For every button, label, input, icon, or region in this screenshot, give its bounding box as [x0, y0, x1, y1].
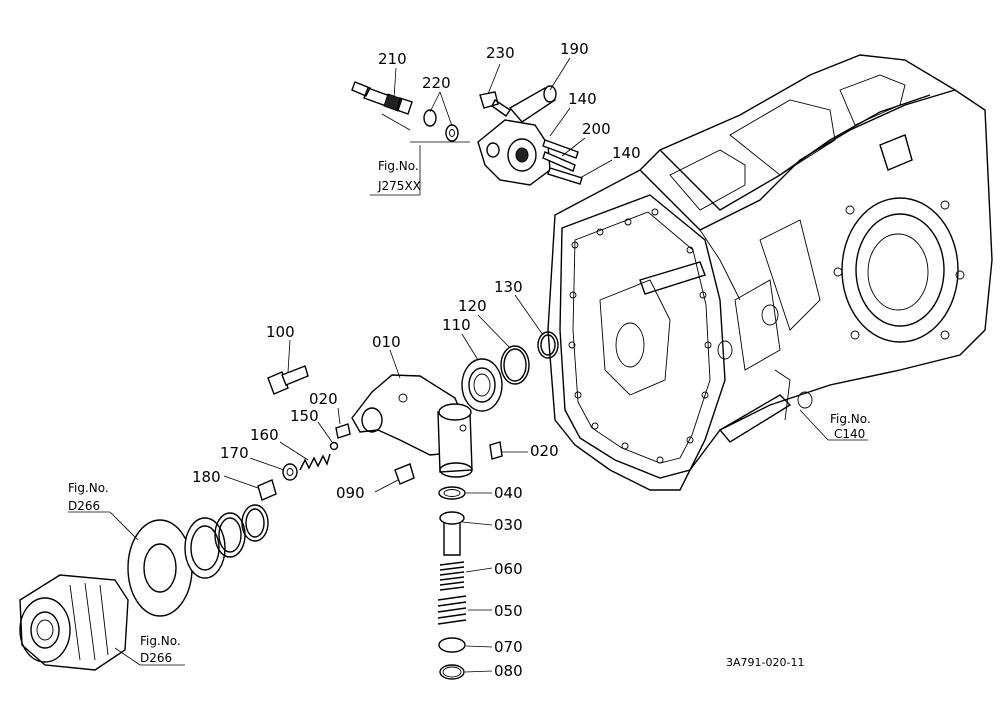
plug-020-right: [489, 441, 503, 460]
clutch-discs: [127, 504, 269, 617]
valve-body-010: [351, 374, 473, 478]
fig-ref-c140-line1: Fig.No.: [830, 412, 871, 426]
part-label-070: 070: [494, 638, 523, 656]
plug-180: [257, 479, 277, 501]
snap-ring-120: [500, 345, 530, 385]
part-label-060: 060: [494, 560, 523, 578]
part-label-120: 120: [458, 297, 487, 315]
part-label-160: 160: [250, 426, 279, 444]
figure-references: Fig.No. J275XX Fig.No. C140 Fig.No. D266…: [68, 159, 871, 665]
bolt-090: [394, 463, 415, 485]
upper-valve-assembly: [351, 81, 583, 186]
fig-ref-c140-line2: C140: [834, 427, 865, 441]
part-label-020: 020: [309, 390, 338, 408]
part-label-190: 190: [560, 40, 589, 58]
part-label-170: 170: [220, 444, 249, 462]
fig-ref-j275-line2: J275XX: [377, 179, 421, 193]
part-label-130: 130: [494, 278, 523, 296]
part-label-050: 050: [494, 602, 523, 620]
part-labels: 210 220 230 190 140 200 140 130 120 110 …: [192, 40, 641, 680]
transmission-case: [547, 54, 993, 491]
fig-ref-j275-line1: Fig.No.: [378, 159, 419, 173]
part-label-080: 080: [494, 662, 523, 680]
fig-ref-d266b-line1: Fig.No.: [140, 634, 181, 648]
part-label-020: 020: [530, 442, 559, 460]
plug-020-left: [335, 423, 351, 439]
part-label-090: 090: [336, 484, 365, 502]
part-label-220: 220: [422, 74, 451, 92]
fig-ref-d266a-line1: Fig.No.: [68, 481, 109, 495]
spool-stack: [437, 486, 467, 680]
spring-160: [299, 453, 331, 471]
part-label-140: 140: [568, 90, 597, 108]
part-label-010: 010: [372, 333, 401, 351]
fig-ref-d266b-line2: D266: [140, 651, 172, 665]
fig-ref-d266a-line2: D266: [68, 499, 100, 513]
drawing-code: 3A791-020-11: [726, 656, 804, 669]
bearing-110: [461, 358, 503, 412]
clutch-pack: [19, 574, 129, 671]
part-label-040: 040: [494, 484, 523, 502]
snap-ring-130: [537, 331, 559, 359]
part-label-110: 110: [442, 316, 471, 334]
ball-150: [329, 441, 339, 451]
part-label-150: 150: [290, 407, 319, 425]
part-label-200: 200: [582, 120, 611, 138]
part-label-230: 230: [486, 44, 515, 62]
washer-170: [282, 463, 298, 481]
part-label-140: 140: [612, 144, 641, 162]
part-label-210: 210: [378, 50, 407, 68]
part-label-100: 100: [266, 323, 295, 341]
part-label-030: 030: [494, 516, 523, 534]
part-label-180: 180: [192, 468, 221, 486]
leader-lines: [68, 57, 868, 673]
bolt-100: [267, 365, 309, 395]
